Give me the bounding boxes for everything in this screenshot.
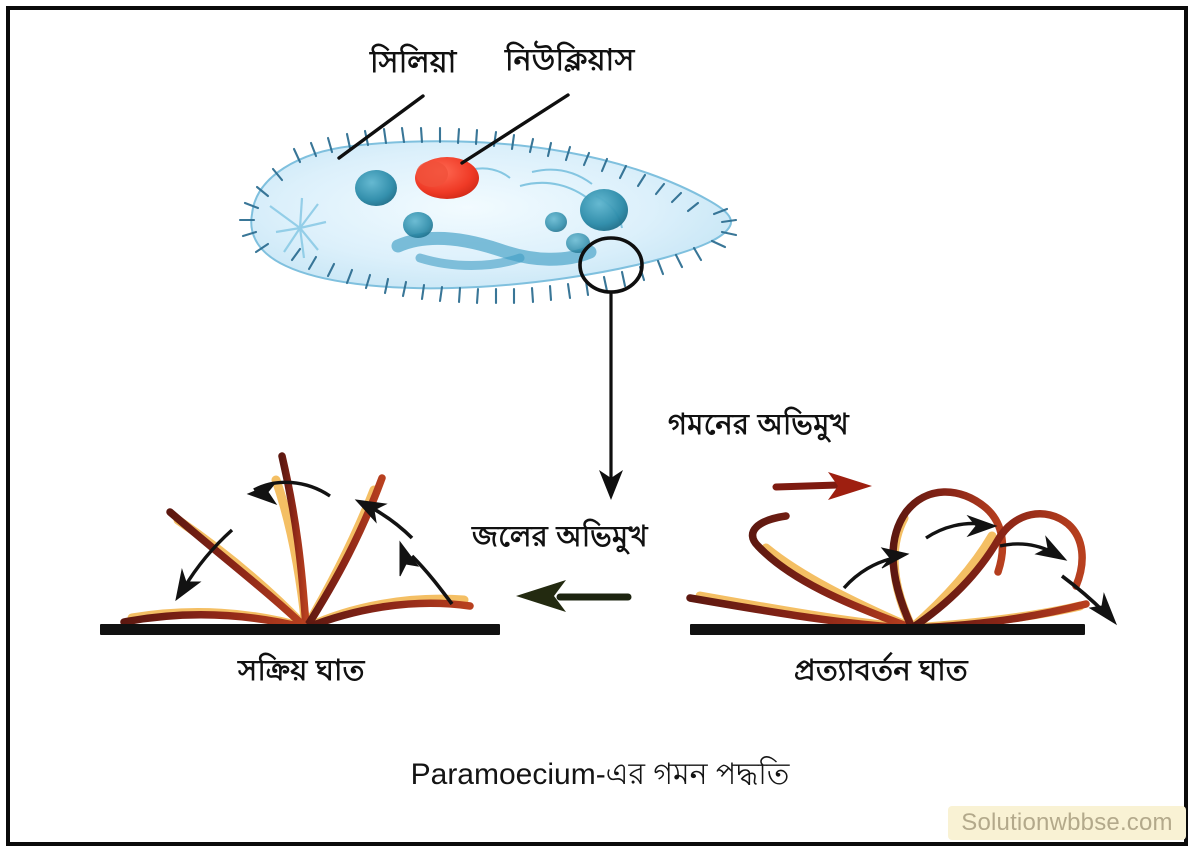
substrate-baseline [690, 624, 1085, 635]
callout-group [578, 236, 644, 500]
down-arrow-icon [599, 470, 623, 500]
motion-arrows [175, 480, 454, 606]
nucleus-shape [415, 157, 479, 199]
motion-arrows [842, 514, 1118, 626]
paramoecium-body [250, 140, 732, 290]
cilia-fringe [238, 126, 738, 305]
watermark-text: Solutionwbbse.com [961, 809, 1173, 836]
label-water-direction: জলের অভিমুখ [472, 521, 648, 553]
vacuole [355, 170, 397, 206]
leader-line-nucleus [460, 93, 570, 165]
figure-border [6, 6, 1188, 846]
left-arrow-icon [516, 580, 632, 612]
vacuole [545, 212, 567, 232]
label-nucleus: নিউক্লিয়াস [505, 44, 635, 77]
leader-line-cilia [337, 94, 425, 160]
substrate-baseline [100, 624, 500, 635]
right-arrow-icon [772, 472, 872, 500]
leader-lines [337, 93, 570, 165]
label-recovery-stroke: প্রত্যাবর্তন ঘাত [794, 655, 968, 687]
vacuole [580, 189, 628, 231]
label-movement-direction: গমনের অভিমুখ [668, 409, 849, 441]
watermark-badge: Solutionwbbse.com [948, 806, 1186, 840]
vacuole [403, 212, 433, 238]
vacuole [566, 233, 590, 253]
label-cilia: সিলিয়া [370, 46, 457, 79]
figure-caption: Paramoecium-এর গমন পদ্ধতি [410, 758, 790, 791]
label-effective-stroke: সক্রিয় ঘাত [238, 655, 365, 687]
